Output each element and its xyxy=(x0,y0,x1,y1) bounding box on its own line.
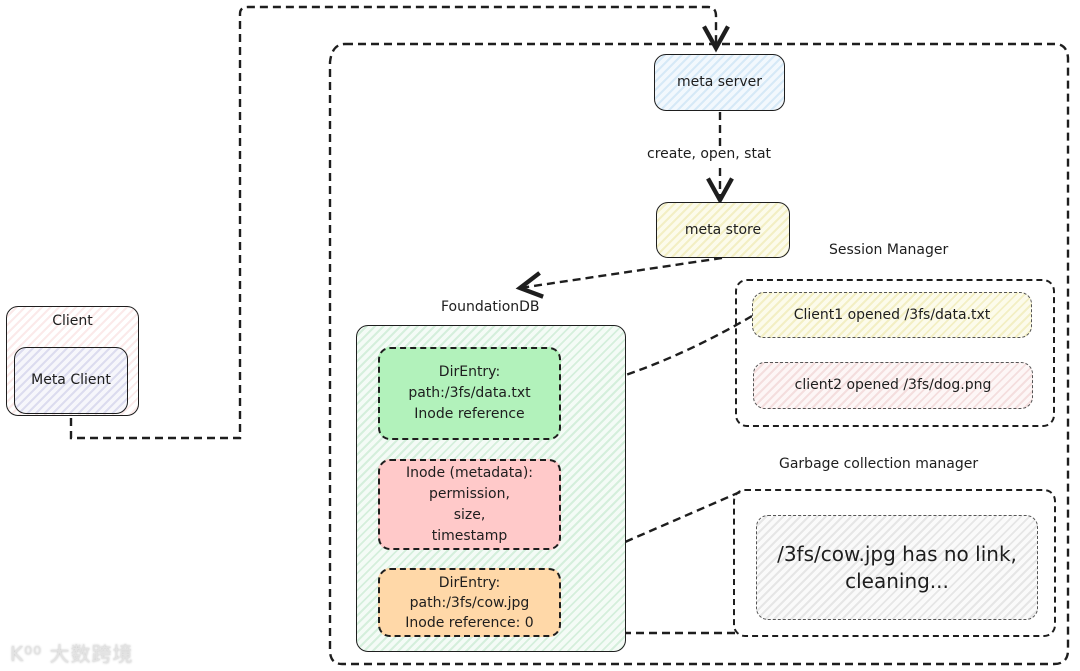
inode-metadata[interactable]: Inode (metadata): permission, size, time… xyxy=(378,459,561,550)
edge-meta-store-to-foundationdb xyxy=(515,256,723,299)
session-item-text: client2 opened /3fs/dog.png xyxy=(794,377,992,393)
session-item[interactable]: Client1 opened /3fs/data.txt xyxy=(752,292,1032,338)
gc-message-box[interactable]: /3fs/cow.jpg has no link, cleaning... xyxy=(756,515,1038,620)
gc-manager-title: Garbage collection manager xyxy=(779,456,979,472)
meta-client-label: Meta Client xyxy=(31,372,111,388)
meta-store-label: meta store xyxy=(684,221,762,238)
meta-server-label: meta server xyxy=(676,74,763,90)
session-manager-box xyxy=(735,279,1055,427)
meta-server-box[interactable]: meta server xyxy=(654,54,785,111)
gc-message-text: /3fs/cow.jpg has no link, cleaning... xyxy=(777,541,1017,593)
watermark-logo: K⁰⁰ 大数跨境 xyxy=(10,642,134,666)
session-item-text: Client1 opened /3fs/data.txt xyxy=(793,306,991,323)
meta-store-box[interactable]: meta store xyxy=(656,202,790,258)
direntry-cow-jpg[interactable]: DirEntry: path:/3fs/cow.jpg Inode refere… xyxy=(378,568,561,637)
meta-client-box[interactable]: Meta Client xyxy=(14,347,128,414)
foundationdb-title: FoundationDB xyxy=(441,299,540,315)
edge-label-operations: create, open, stat xyxy=(647,146,772,162)
gc-manager-box xyxy=(733,489,1056,637)
session-manager-title: Session Manager xyxy=(829,242,949,258)
direntry-data-txt-text: DirEntry: path:/3fs/data.txt Inode refer… xyxy=(408,364,531,422)
inode-metadata-text: Inode (metadata): permission, size, time… xyxy=(405,464,533,544)
client-title: Client xyxy=(52,313,93,329)
session-item[interactable]: client2 opened /3fs/dog.png xyxy=(753,362,1033,409)
direntry-data-txt[interactable]: DirEntry: path:/3fs/data.txt Inode refer… xyxy=(378,347,561,440)
direntry-cow-jpg-text: DirEntry: path:/3fs/cow.jpg Inode refere… xyxy=(405,574,534,631)
